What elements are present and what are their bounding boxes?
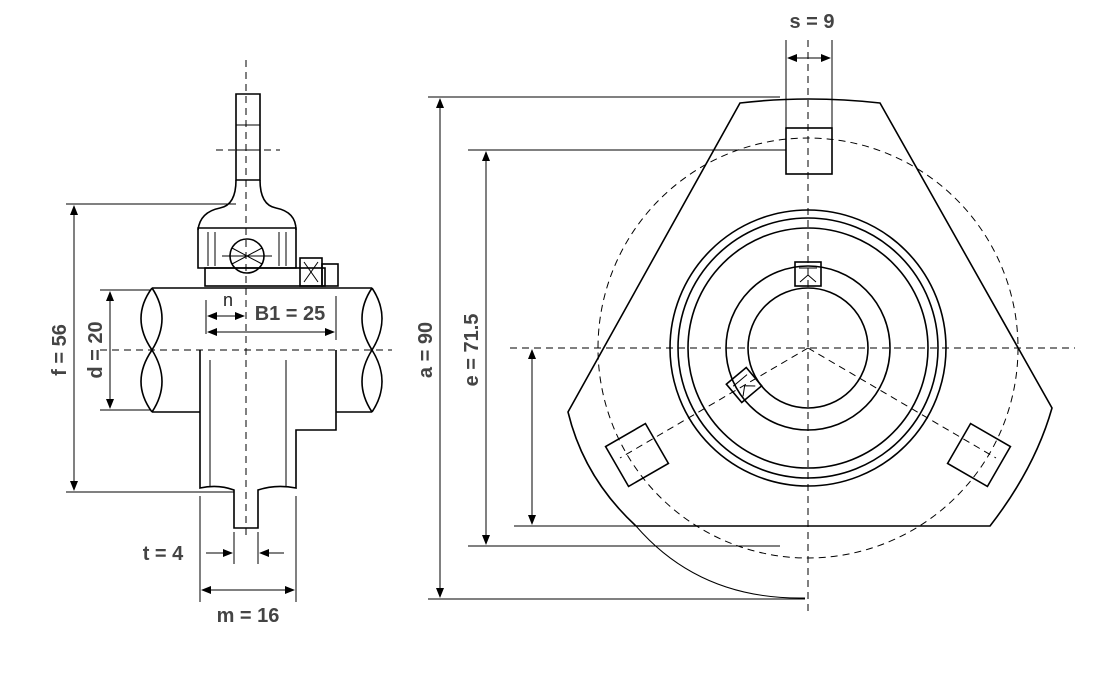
dim-label-m: m = 16: [217, 605, 280, 627]
flange-neck-right: [259, 179, 297, 231]
set-screw-angled: [725, 366, 763, 404]
housing-ring-3: [687, 227, 929, 469]
dim-label-n: n: [223, 290, 233, 310]
inner-ring: [204, 267, 326, 287]
dim-label-a: a = 90: [415, 322, 437, 378]
flange-sweep-arc: [635, 525, 806, 599]
housing-ring-2: [677, 217, 939, 479]
housing-upper: [197, 227, 297, 269]
collar: [321, 263, 339, 287]
bolt-slot-top: [785, 127, 833, 175]
bolt-slot-right: [946, 422, 1012, 488]
set-screw-top: [794, 261, 822, 287]
dim-label-b1: B1 = 25: [255, 303, 326, 325]
dim-label-f: f = 56: [49, 324, 71, 376]
dim-label-s: s = 9: [789, 11, 834, 33]
side-view: f = 56 d = 20 n B1 = 25 t = 4 m = 16: [49, 60, 392, 627]
flange-neck-left: [197, 179, 237, 231]
inner-ring-bore: [725, 265, 891, 431]
dim-label-d: d = 20: [85, 321, 107, 378]
dim-label-t: t = 4: [143, 543, 184, 565]
flange-top-upper: [235, 93, 261, 181]
dim-label-e: e = 71.5: [461, 314, 483, 387]
housing-lower: [199, 350, 337, 529]
front-view: s = 9 a = 90 e = 71.5: [415, 11, 1075, 612]
shaft-bore: [747, 287, 869, 409]
bolt-slot-left: [604, 422, 670, 488]
triangular-flange: [567, 98, 1053, 527]
housing-ring-outer: [669, 209, 947, 487]
